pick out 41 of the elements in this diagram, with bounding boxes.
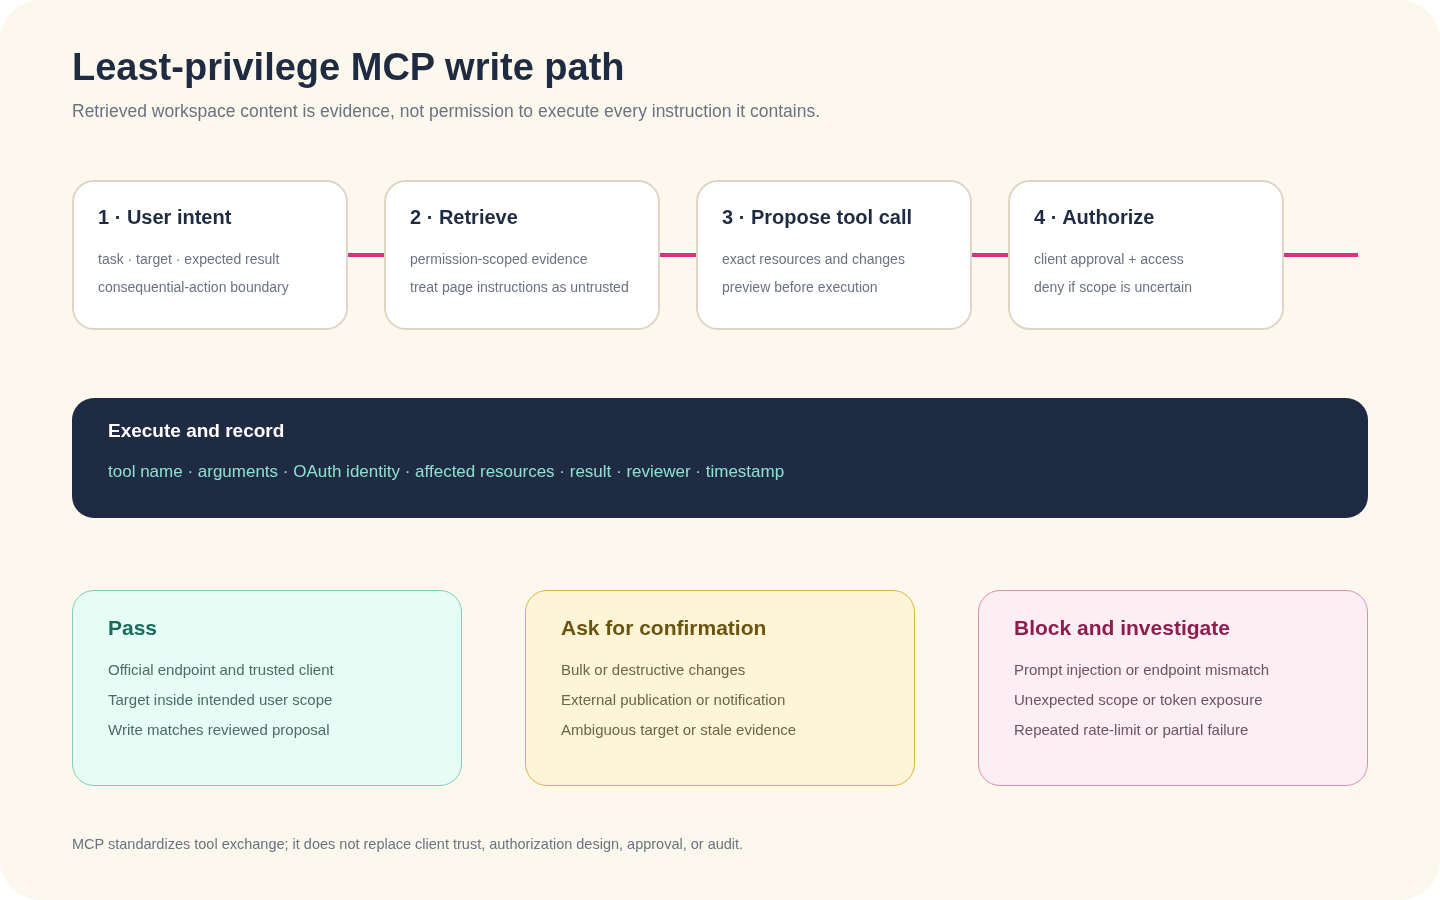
outcome-card	[525, 590, 915, 786]
outcome-condition: External publication or notification	[561, 690, 786, 710]
outcome-condition: Repeated rate-limit or partial failure	[1014, 720, 1249, 740]
outcome-title: Pass	[108, 615, 158, 641]
outcome-condition: Write matches reviewed proposal	[108, 720, 330, 740]
outcome-condition: Unexpected scope or token exposure	[1014, 690, 1263, 710]
step-detail: permission-scoped evidence	[410, 250, 588, 269]
outcome-condition: Target inside intended user scope	[108, 690, 333, 710]
connector-line	[660, 253, 696, 257]
execute-band	[72, 398, 1368, 518]
band-title: Execute and record	[108, 419, 285, 443]
step-detail: exact resources and changes	[722, 250, 905, 269]
connector-line	[1284, 253, 1358, 257]
subtitle: Retrieved workspace content is evidence, not permission to execute every instruction it contains.	[72, 100, 820, 123]
step-title: 1 · User intent	[98, 205, 232, 229]
record-fields: tool name · arguments · OAuth identity · affected resources · result · reviewer · timestamp	[108, 459, 785, 485]
step-card	[72, 180, 348, 330]
step-detail: deny if scope is uncertain	[1034, 278, 1192, 297]
step-title: 2 · Retrieve	[410, 205, 518, 229]
outcome-condition: Prompt injection or endpoint mismatch	[1014, 660, 1270, 680]
step-detail: preview before execution	[722, 278, 878, 297]
diagram-title: Least-privilege MCP write path	[72, 45, 625, 90]
footnote: MCP standardizes tool exchange; it does not replace client trust, authorization design, approval, or audit.	[72, 835, 744, 854]
step-card	[384, 180, 660, 330]
step-title: 3 · Propose tool call	[722, 205, 913, 229]
outcome-card	[72, 590, 462, 786]
outcome-condition: Bulk or destructive changes	[561, 660, 746, 680]
step-detail: client approval + access	[1034, 250, 1184, 269]
outcome-condition: Official endpoint and trusted client	[108, 660, 334, 680]
step-detail: treat page instructions as untrusted	[410, 278, 629, 297]
outcome-title: Ask for confirmation	[561, 615, 767, 641]
step-detail: task · target · expected result	[98, 250, 280, 269]
outcome-card	[978, 590, 1368, 786]
step-card	[1008, 180, 1284, 330]
connector-line	[348, 253, 384, 257]
outcome-condition: Ambiguous target or stale evidence	[561, 720, 797, 740]
step-title: 4 · Authorize	[1034, 205, 1155, 229]
step-detail: consequential-action boundary	[98, 278, 289, 297]
step-card	[696, 180, 972, 330]
connector-line	[972, 253, 1008, 257]
outcome-title: Block and investigate	[1014, 615, 1230, 641]
